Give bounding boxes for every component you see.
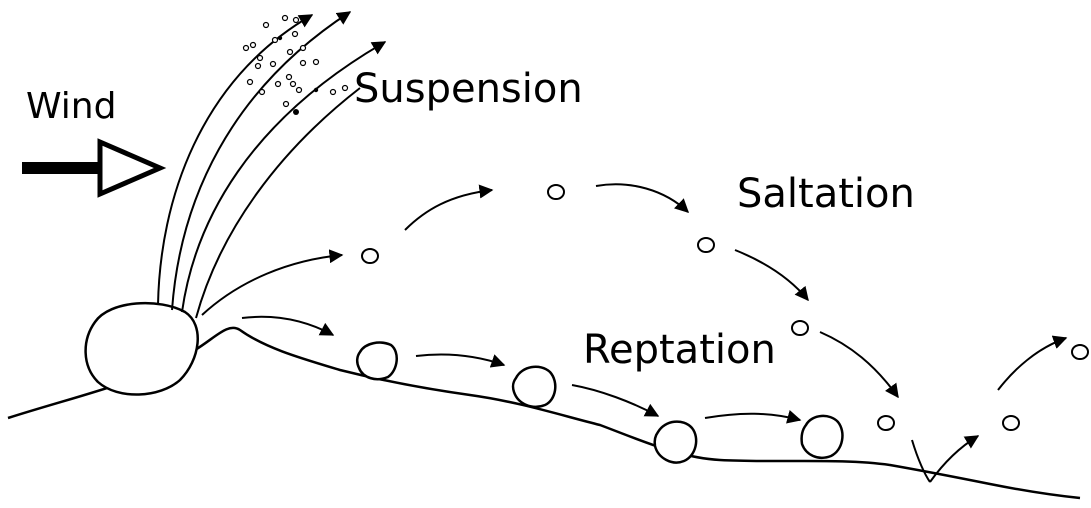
suspension-streamlines xyxy=(157,11,387,319)
wind-label: Wind xyxy=(26,86,117,127)
suspended-particles-dark xyxy=(277,35,319,115)
suspended-particles xyxy=(242,14,349,108)
reptation-label: Reptation xyxy=(583,327,776,373)
large-boulder xyxy=(84,301,199,396)
saltation-label: Saltation xyxy=(737,171,915,217)
saltation-trajectories xyxy=(201,183,1068,483)
suspension-label: Suspension xyxy=(354,66,583,112)
wind-arrow-icon xyxy=(22,138,167,198)
ground-surface xyxy=(7,326,1081,500)
saltating-grains xyxy=(361,184,1089,431)
reptation-trajectories xyxy=(241,315,802,424)
reptating-grains xyxy=(355,341,844,464)
